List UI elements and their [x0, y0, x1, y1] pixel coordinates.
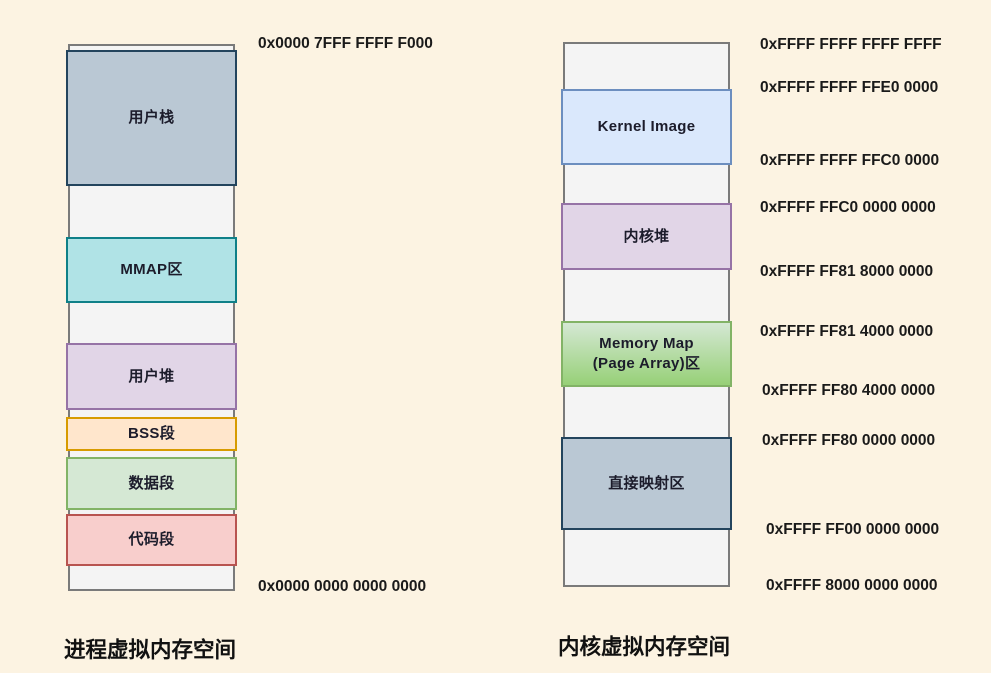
segment-bss: BSS段 [66, 417, 237, 451]
process-top-address: 0x0000 7FFF FFFF F000 [258, 35, 433, 52]
kernel-address: 0xFFFF FF81 4000 0000 [760, 323, 934, 340]
segment-memory-map: Memory Map (Page Array)区 [561, 321, 732, 387]
segment-memory-map-label-line1: Memory Map [599, 335, 694, 352]
segment-mmap-label: MMAP区 [120, 261, 183, 278]
process-bottom-address: 0x0000 0000 0000 0000 [258, 578, 427, 595]
segment-mmap: MMAP区 [66, 237, 237, 303]
segment-memory-map-label-line2: (Page Array)区 [592, 355, 701, 372]
process-diagram-title: 进程虚拟内存空间 [64, 638, 237, 662]
segment-user-stack: 用户栈 [66, 50, 237, 186]
segment-code-label: 代码段 [128, 531, 175, 548]
kernel-address: 0xFFFF FFC0 0000 0000 [760, 199, 936, 216]
kernel-address: 0xFFFF 8000 0000 0000 [766, 577, 938, 594]
segment-kernel-heap: 内核堆 [561, 203, 732, 270]
segment-user-heap: 用户堆 [66, 343, 237, 410]
kernel-address: 0xFFFF FFFF FFFF FFFF [760, 36, 942, 53]
kernel-address: 0xFFFF FF81 8000 0000 [760, 263, 934, 280]
segment-direct-map: 直接映射区 [561, 437, 732, 530]
kernel-address: 0xFFFF FF00 0000 0000 [766, 521, 940, 538]
segment-code: 代码段 [66, 514, 237, 566]
kernel-address: 0xFFFF FFFF FFC0 0000 [760, 152, 940, 169]
kernel-address: 0xFFFF FFFF FFE0 0000 [760, 79, 939, 96]
segment-kernel-image: Kernel Image [561, 89, 732, 165]
kernel-diagram-title: 内核虚拟内存空间 [558, 635, 731, 659]
kernel-address: 0xFFFF FF80 0000 0000 [762, 432, 936, 449]
segment-user-stack-label: 用户栈 [128, 109, 175, 126]
segment-kernel-image-label: Kernel Image [597, 118, 696, 135]
segment-user-heap-label: 用户堆 [128, 367, 175, 385]
segment-bss-label: BSS段 [127, 425, 176, 442]
kernel-address: 0xFFFF FF80 4000 0000 [762, 382, 936, 399]
segment-data-label: 数据段 [128, 474, 175, 492]
segment-data: 数据段 [66, 457, 237, 510]
segment-direct-map-label: 直接映射区 [608, 474, 685, 492]
segment-kernel-heap-label: 内核堆 [623, 227, 670, 245]
